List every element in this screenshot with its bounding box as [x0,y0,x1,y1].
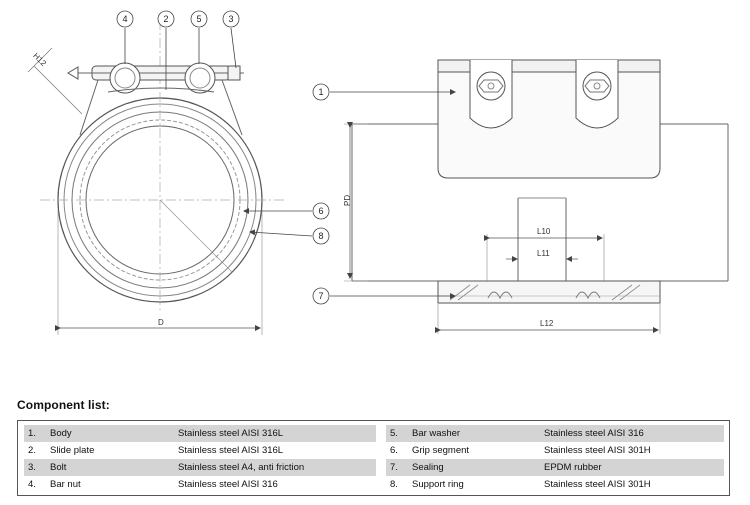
component-number: 4. [28,479,36,490]
component-number: 8. [390,479,398,490]
component-material: Stainless steel A4, anti friction [178,459,376,476]
svg-text:2: 2 [163,14,168,24]
dim-pd: PD [343,195,352,206]
component-name: Body [50,425,178,442]
column-gap [376,476,386,493]
component-number: 6. [390,445,398,456]
component-name: Bar washer [412,425,544,442]
component-material: Stainless steel AISI 316 [544,425,724,442]
table-row: 2. Slide plate Stainless steel AISI 316L 6.… [24,442,724,459]
table-row: 4. Bar nut Stainless steel AISI 316 8. Suppo… [24,476,724,493]
svg-text:4: 4 [122,14,127,24]
callout-3: 3 [222,10,240,28]
svg-text:7: 7 [318,291,323,301]
column-gap [376,425,386,442]
component-name: Slide plate [50,445,95,456]
component-material: Stainless steel AISI 316L [178,425,376,442]
svg-text:8: 8 [318,231,323,241]
callout-4: 4 [116,10,134,28]
component-name: Bar nut [50,479,81,490]
component-name: Bolt [50,459,178,476]
dim-l12: L12 [540,319,554,328]
component-list-title: Component list: [17,398,110,412]
component-number: 1. [24,425,50,442]
dim-l10: L10 [537,227,551,236]
slide-plate [107,87,215,93]
component-material: Stainless steel AISI 301H [544,445,651,456]
component-material: Stainless steel AISI 316 [178,479,278,490]
component-number: 5. [386,425,412,442]
callout-6: 6 [312,202,330,220]
component-material: EPDM rubber [544,459,724,476]
dim-h12: H12 [31,51,48,68]
cross-section-view [27,20,285,335]
svg-text:3: 3 [228,14,233,24]
callouts [124,27,456,299]
column-gap [376,459,386,476]
svg-text:6: 6 [318,206,323,216]
component-name: Grip segment [412,445,470,456]
lower-clamp-section [437,280,661,304]
component-material: Stainless steel AISI 301H [544,479,651,490]
svg-text:1: 1 [318,87,323,97]
component-number: 3. [24,459,50,476]
callout-1: 1 [312,83,330,101]
grip-segment-profile [449,284,641,301]
component-number: 7. [386,459,412,476]
callout-7: 7 [312,287,330,305]
bar-nut-right [184,62,216,94]
side-view [344,59,729,334]
dim-d: D [158,318,164,327]
component-name: Support ring [412,479,464,490]
svg-text:5: 5 [196,14,201,24]
component-name: Sealing [412,459,544,476]
callout-5: 5 [190,10,208,28]
column-gap [376,442,386,459]
technical-drawing: H12 D [27,10,729,335]
component-number: 2. [28,445,36,456]
dim-l11: L11 [537,249,550,258]
component-material: Stainless steel AISI 316L [178,445,284,456]
callout-2: 2 [157,10,175,28]
callout-8: 8 [312,227,330,245]
